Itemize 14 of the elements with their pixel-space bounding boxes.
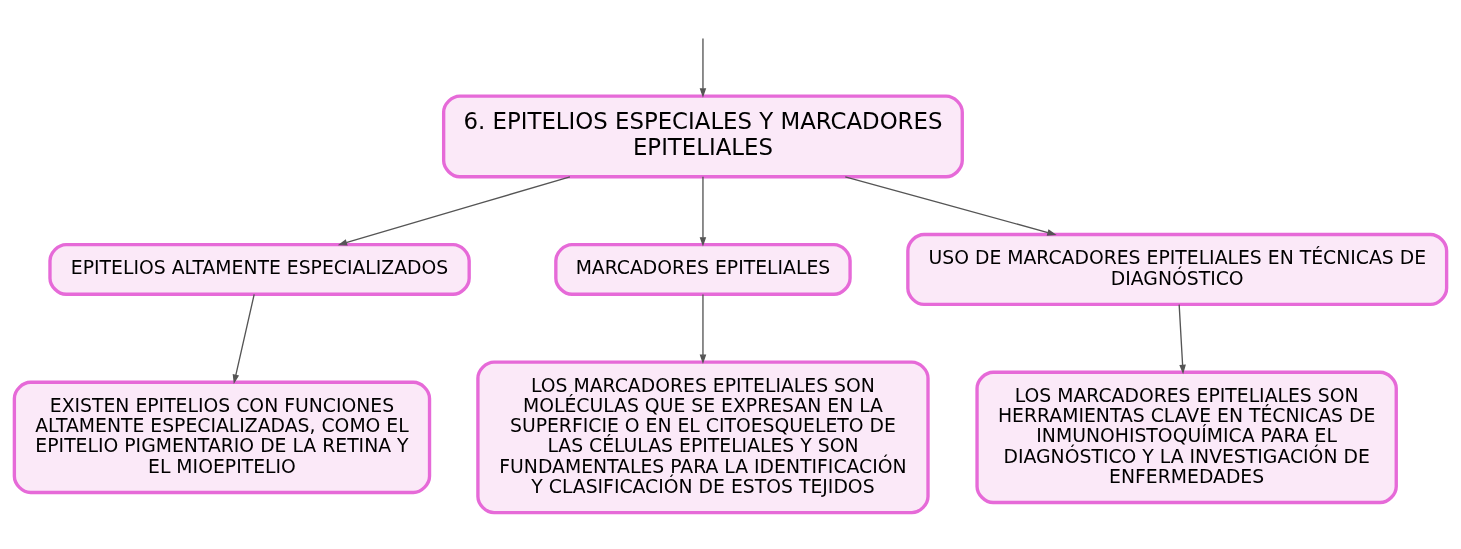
arrow [337, 175, 571, 246]
arrow [844, 175, 1057, 236]
node-box: EXISTEN EPITELIOS CON FUNCIONES ALTAMENTE ESPECIALIZADAS, COMO EL EPITELIO PIGMENTARIO DE LA RETINA Y EL MIOEPITELIO [12, 380, 432, 494]
node-box: 6. EPITELIOS ESPECIALES Y MARCADORES EPITELIALES [441, 93, 964, 178]
arrow [232, 293, 255, 384]
node-box: MARCADORES EPITELIALES [554, 242, 852, 296]
arrow [1178, 303, 1186, 374]
node-box: LOS MARCADORES EPITELIALES SON HERRAMIENTAS CLAVE EN TÉCNICAS DE INMUNOHISTOQUÍMICA PARA EL DIAGNÓSTICO Y LA INVESTIGACIÓN DE ENFERMEDADES [975, 370, 1398, 504]
arrow [699, 293, 707, 364]
arrow [699, 175, 707, 247]
node-box: LOS MARCADORES EPITELIALES SON MOLÉCULAS QUE SE EXPRESAN EN LA SUPERFICIE O EN EL CITOESQUELETO DE LAS CÉLULAS EPITELIALES Y SON FUNDAMENTALES PARA LA IDENTIFICACIÓN Y CLASIFICACIÓN DE ESTOS TEJIDOS [476, 359, 930, 514]
node-box: EPITELIOS ALTAMENTE ESPECIALIZADOS [48, 242, 471, 296]
arrow [699, 37, 707, 98]
node-box: USO DE MARCADORES EPITELIALES EN TÉCNICAS DE DIAGNÓSTICO [906, 232, 1449, 306]
